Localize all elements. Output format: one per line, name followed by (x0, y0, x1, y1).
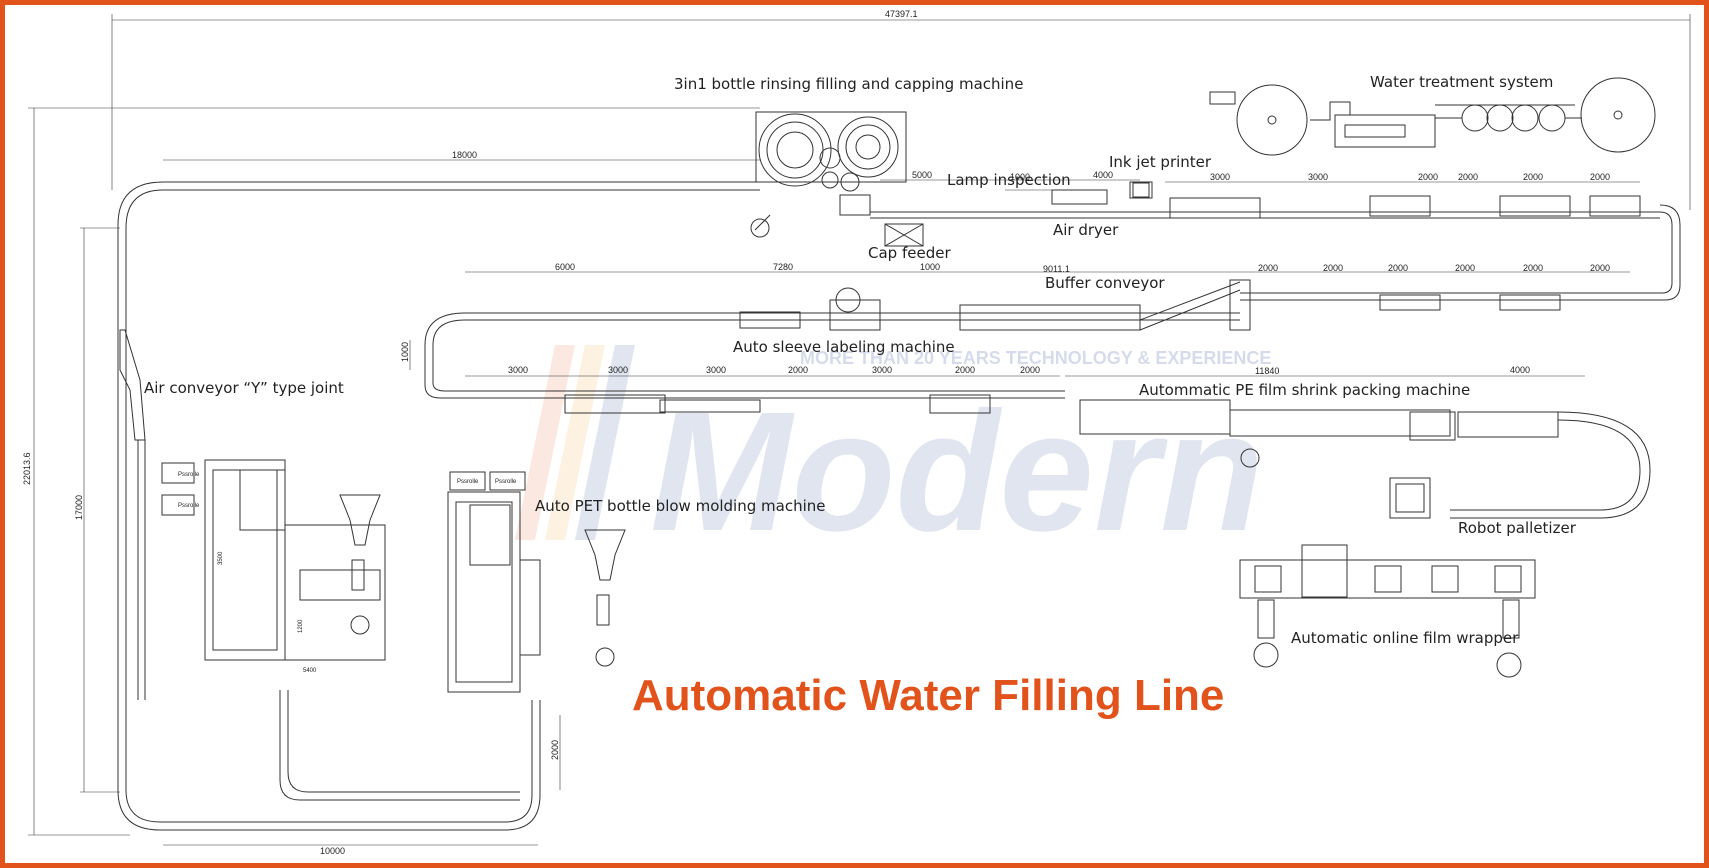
diagram-title: Automatic Water Filling Line (632, 671, 1224, 720)
panel-label-1: Pssrolle (178, 472, 200, 478)
air-conveyor-loop (117, 181, 760, 831)
film-wrapper (1239, 544, 1536, 678)
dim-11840: 11840 (1255, 366, 1279, 376)
label-air-dryer: Air dryer (1053, 221, 1119, 239)
dim-7280: 7280 (773, 262, 793, 272)
dim-label: 2000 (1455, 263, 1475, 273)
dim-1000: 1000 (920, 262, 940, 272)
dim-18000: 18000 (452, 150, 477, 160)
dim-label: 2000 (1258, 263, 1278, 273)
dim-label: 2000 (1418, 172, 1438, 182)
dim-total-width: 47397.1 (885, 9, 918, 19)
label-lamp-inspection: Lamp inspection (947, 171, 1071, 189)
dim-6000: 6000 (555, 262, 575, 272)
blow-molding-machines: Pssrolle Pssrolle Pssrolle Pssrolle 3500… (161, 459, 626, 693)
dim-blow-height-2: 1200 (298, 619, 304, 633)
dim-blow-width: 5400 (303, 668, 317, 674)
dim-10000: 10000 (320, 846, 345, 856)
label-buffer-conveyor: Buffer conveyor (1045, 274, 1165, 292)
overall-dimensions: 47397.1 22013.6 17000 18000 10000 2000 1… (22, 9, 1691, 856)
water-treatment (1209, 77, 1656, 156)
second-conveyor: 6000 7280 1000 9011.1 2000 2000 2000 2000 20… (424, 262, 1630, 399)
dim-label: 2000 (1590, 172, 1610, 182)
top-conveyor: 5000 1000 4000 3000 3000 2000 2000 2000 2000 (870, 170, 1681, 301)
label-ink-jet-printer: Ink jet printer (1109, 153, 1212, 171)
dim-17000: 17000 (74, 495, 84, 520)
label-air-conveyor: Air conveyor “Y” type joint (144, 379, 344, 397)
dim-label: 3000 (608, 365, 628, 375)
air-dryer (1051, 182, 1150, 205)
dim-label: 2000 (1020, 365, 1040, 375)
machine-labels: 3in1 bottle rinsing filling and capping … (144, 73, 1577, 647)
label-robot-palletizer: Robot palletizer (1458, 519, 1577, 537)
label-filling-machine: 3in1 bottle rinsing filling and capping … (674, 75, 1023, 93)
dim-label: 3000 (706, 365, 726, 375)
watermark: Modern (515, 345, 1264, 567)
cap-feeder (884, 223, 924, 247)
panel-label-4: Pssrolle (495, 479, 517, 485)
dim-4000-ink: 4000 (1093, 170, 1113, 180)
dim-1000-lamp: 1000 (1010, 172, 1030, 182)
dim-label: 3000 (872, 365, 892, 375)
filling-machine (750, 111, 907, 238)
label-shrink-packing: Autommatic PE film shrink packing machin… (1139, 381, 1470, 399)
dim-label: 3000 (1308, 172, 1328, 182)
dim-2000-vertical: 2000 (550, 740, 560, 760)
dim-label: 2000 (1523, 263, 1543, 273)
dim-label: 2000 (955, 365, 975, 375)
dim-label: 2000 (1388, 263, 1408, 273)
dim-blow-height: 3500 (218, 551, 224, 565)
dim-9011: 9011.1 (1043, 264, 1070, 274)
dim-1000-vertical: 1000 (400, 342, 410, 362)
label-sleeve-labeling: Auto sleeve labeling machine (733, 338, 955, 356)
dim-4000-right: 4000 (1510, 365, 1530, 375)
watermark-brand: Modern (650, 377, 1264, 567)
dim-label: 3000 (508, 365, 528, 375)
third-conveyor: 11840 4000 3000 3000 3000 2000 3000 2000 2000 (465, 365, 1651, 519)
dim-label: 2000 (1323, 263, 1343, 273)
panel-label-3: Pssrolle (457, 479, 479, 485)
dim-label: 2000 (1458, 172, 1478, 182)
label-blow-molding: Auto PET bottle blow molding machine (535, 497, 825, 515)
label-cap-feeder: Cap feeder (868, 244, 951, 262)
dim-label: 2000 (1590, 263, 1610, 273)
label-film-wrapper: Automatic online film wrapper (1291, 629, 1519, 647)
label-water-treatment: Water treatment system (1370, 73, 1553, 91)
dim-5000: 5000 (912, 170, 932, 180)
dim-label: 3000 (1210, 172, 1230, 182)
dim-label: 2000 (788, 365, 808, 375)
dim-label: 2000 (1523, 172, 1543, 182)
panel-label-2: Pssrolle (178, 503, 200, 509)
dim-total-height: 22013.6 (22, 452, 32, 485)
watermark-tagline: MORE THAN 20 YEARS TECHNOLOGY & EXPERIEN… (800, 348, 1271, 368)
